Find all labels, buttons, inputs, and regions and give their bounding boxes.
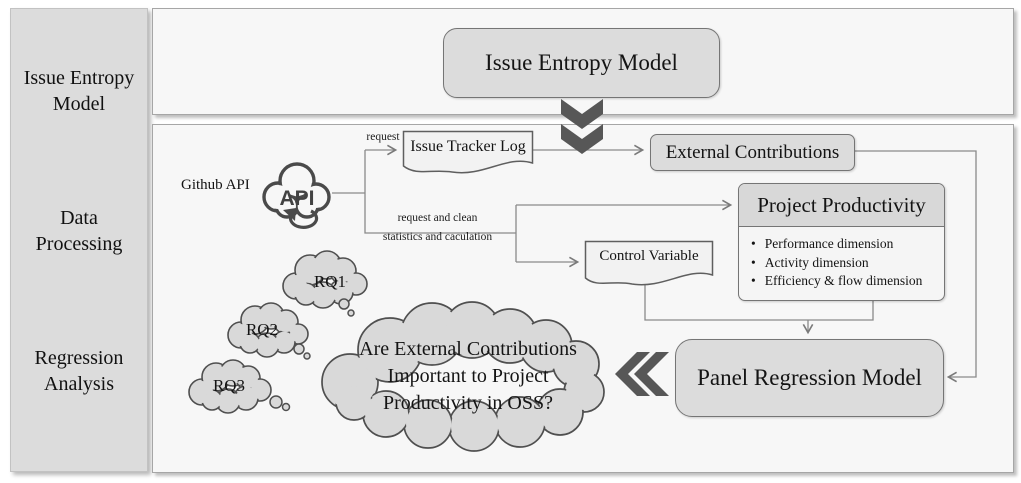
- request-edge-label: request: [366, 131, 400, 143]
- panel-regression-model-label: Panel Regression Model: [697, 365, 922, 390]
- project-productivity-box: Project Productivity Performance dimensi…: [738, 183, 945, 301]
- issue-entropy-model-label: Issue Entropy Model: [485, 50, 678, 75]
- control-variable-label: Control Variable: [599, 248, 699, 264]
- rq1-thought-bubble: [282, 250, 368, 317]
- question-line: Important to Project: [387, 365, 549, 387]
- statistics-edge-label: statistics and caculation: [382, 231, 493, 243]
- rq3-thought-bubble: [188, 359, 291, 414]
- double-chevron-down-icon: [561, 99, 603, 154]
- rq1-label: RQ1: [313, 272, 347, 291]
- panel-regression-model-box: Panel Regression Model: [675, 339, 944, 417]
- issue-tracker-log-doc: [402, 130, 534, 174]
- dimension-item: Activity dimension: [749, 254, 938, 273]
- api-cloud-icon: API: [262, 162, 331, 229]
- question-cloud: [321, 301, 605, 452]
- phase-sidebar: Issue Entropy Model Data Processing Regr…: [10, 8, 148, 472]
- sidebar-item-data-processing: Data Processing: [35, 207, 123, 255]
- issue-tracker-log-label: Issue Tracker Log: [410, 138, 526, 155]
- dimension-item: Performance dimension: [749, 235, 938, 254]
- issue-entropy-model-box: Issue Entropy Model: [443, 28, 720, 98]
- rq2-thought-bubble: [227, 302, 311, 360]
- project-productivity-dimension-list: Performance dimension Activity dimension…: [739, 227, 944, 300]
- external-contributions-box: External Contributions: [650, 134, 855, 171]
- double-chevron-left-icon: [615, 352, 669, 396]
- github-api-label: Github API: [181, 177, 250, 193]
- project-productivity-title: Project Productivity: [739, 184, 944, 227]
- sidebar-item-issue-entropy-model: Issue Entropy Model: [23, 67, 135, 115]
- question-line: Are External Contributions: [359, 338, 577, 360]
- rq2-label: RQ2: [245, 320, 279, 339]
- rq3-label: RQ3: [212, 376, 246, 395]
- external-contributions-label: External Contributions: [665, 141, 840, 163]
- control-variable-doc: [584, 240, 714, 286]
- question-cloud-text: Are External Contributions Important to …: [330, 336, 606, 417]
- dimension-item: Efficiency & flow dimension: [749, 272, 938, 291]
- question-line: Productivity in OSS?: [382, 392, 553, 414]
- api-icon-text: API: [279, 187, 314, 210]
- sidebar-item-regression-analysis: Regression Analysis: [34, 347, 124, 395]
- request-and-clean-edge-label: request and clean: [397, 212, 478, 224]
